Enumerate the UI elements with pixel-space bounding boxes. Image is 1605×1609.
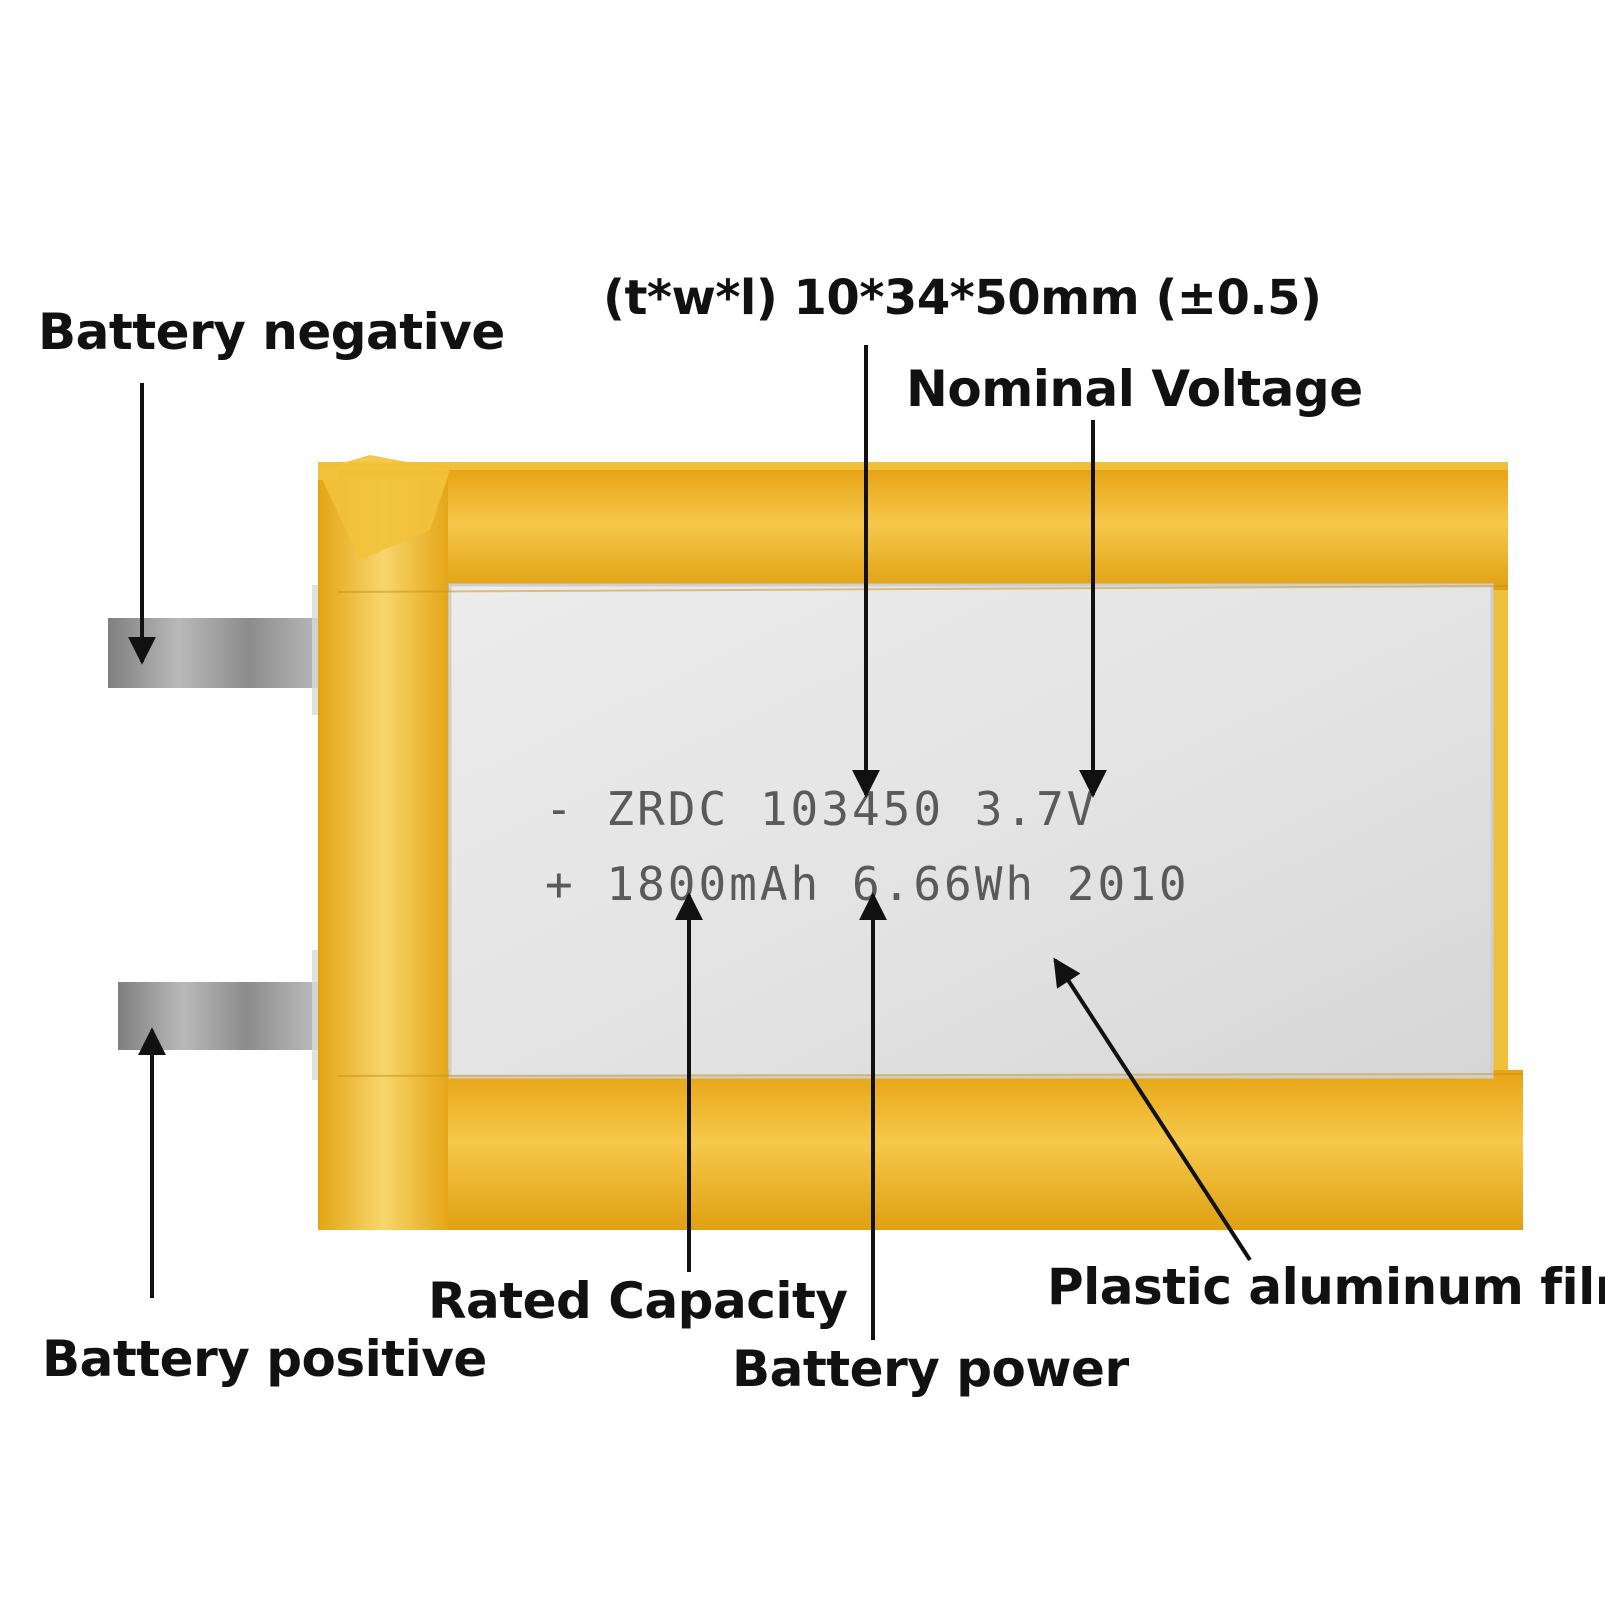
cell-print-line2: + 1800mAh 6.66Wh 2010 xyxy=(545,857,1190,911)
label-nominal-voltage: Nominal Voltage xyxy=(906,360,1363,418)
label-battery-negative: Battery negative xyxy=(38,303,505,361)
aluminum-film xyxy=(450,585,1492,1077)
label-dimensions: (t*w*l) 10*34*50mm (±0.5) xyxy=(603,270,1322,326)
battery-body xyxy=(318,455,1524,1230)
arrow-film xyxy=(1053,957,1252,1262)
cell-print-line1: - ZRDC 103450 3.7V xyxy=(545,782,1098,836)
label-plastic-aluminum-film: Plastic aluminum film xyxy=(1047,1258,1605,1316)
label-battery-positive: Battery positive xyxy=(42,1330,487,1388)
negative-tab xyxy=(108,585,350,715)
label-battery-power: Battery power xyxy=(732,1340,1129,1398)
label-rated-capacity: Rated Capacity xyxy=(428,1272,848,1330)
